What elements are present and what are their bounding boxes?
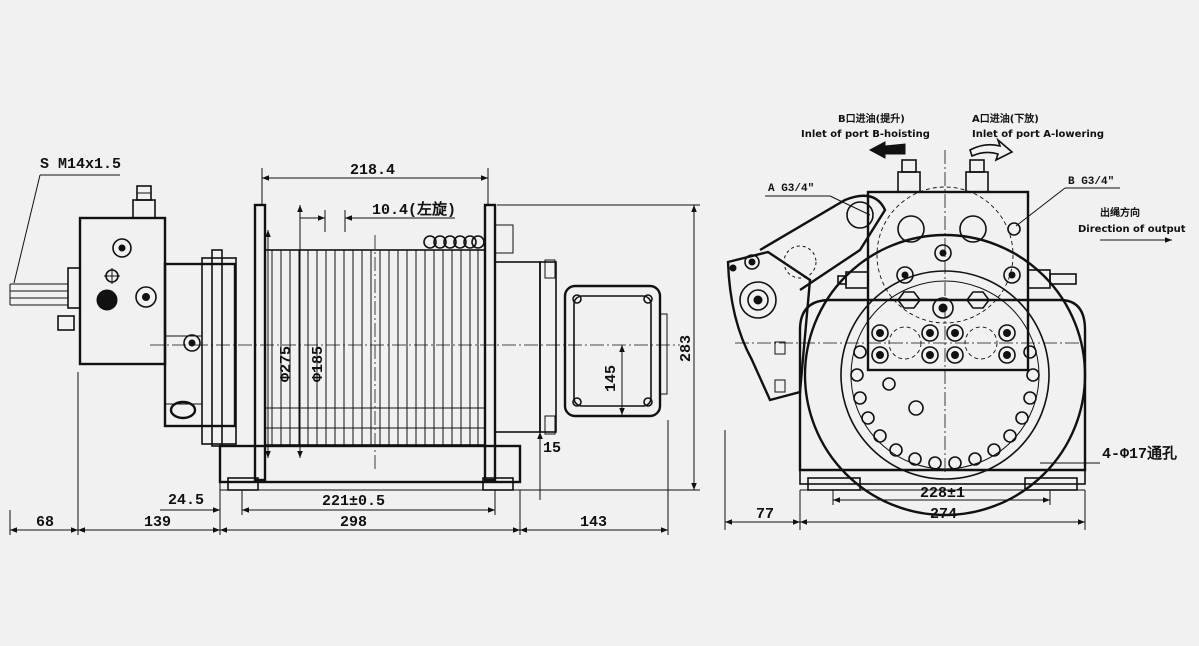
mount-holes-label: 4-Φ17通孔 xyxy=(1102,445,1177,463)
rope-coils xyxy=(423,235,485,249)
arrow-left-icon xyxy=(868,141,906,159)
overall-height-label: 283 xyxy=(678,335,695,362)
port-b-cn: B口进油(提升) xyxy=(838,112,905,125)
hydraulic-motor xyxy=(563,284,662,418)
base-frame xyxy=(218,444,522,484)
port-b-thread: B G3/4" xyxy=(1068,176,1114,188)
direction-cn: 出绳方向 xyxy=(1100,206,1140,219)
flange-dia-label: Φ275 xyxy=(278,346,295,382)
front-view: S M14x1.5 218.4 10.4(左旋) Φ275 Φ185 145 2… xyxy=(9,156,700,535)
mount-spacing-label: 221±0.5 xyxy=(322,493,385,510)
drum-flange-right xyxy=(483,203,497,482)
drum-flange-left xyxy=(253,203,267,482)
length-seg-1: 68 xyxy=(36,514,54,531)
port-a-cn: A口进油(下放) xyxy=(972,112,1039,125)
side-offset: 77 xyxy=(756,506,774,523)
length-seg-3: 298 xyxy=(340,514,367,531)
rope-pitch-label: 10.4(左旋) xyxy=(372,200,456,219)
port-b-en: Inlet of port B-hoisting xyxy=(801,129,930,140)
drum-grooves xyxy=(271,250,479,445)
base-step-label: 15 xyxy=(543,440,561,457)
side-housing xyxy=(798,298,1087,472)
motor-height-label: 145 xyxy=(603,365,620,392)
drum-width-label: 218.4 xyxy=(350,162,395,179)
core-dia-label: Φ185 xyxy=(310,346,327,382)
valve-block xyxy=(78,216,167,366)
brake-arm xyxy=(726,250,812,402)
bolt-ring xyxy=(850,345,1040,470)
length-seg-4: 143 xyxy=(580,514,607,531)
direction-en: Direction of output xyxy=(1078,224,1186,235)
port-a-thread: A G3/4" xyxy=(768,183,814,195)
side-overall-width: 274 xyxy=(930,506,957,523)
base-offset-label: 24.5 xyxy=(168,492,204,509)
valve-ports xyxy=(871,324,1016,364)
side-view: B口进油(提升) Inlet of port B-hoisting A口进油(下… xyxy=(724,112,1186,530)
port-a-en: Inlet of port A-lowering xyxy=(972,129,1104,140)
length-seg-2: 139 xyxy=(144,514,171,531)
side-mount-spacing: 228±1 xyxy=(920,485,965,502)
arrow-right-icon xyxy=(969,137,1014,162)
thread-callout: S M14x1.5 xyxy=(40,156,121,173)
